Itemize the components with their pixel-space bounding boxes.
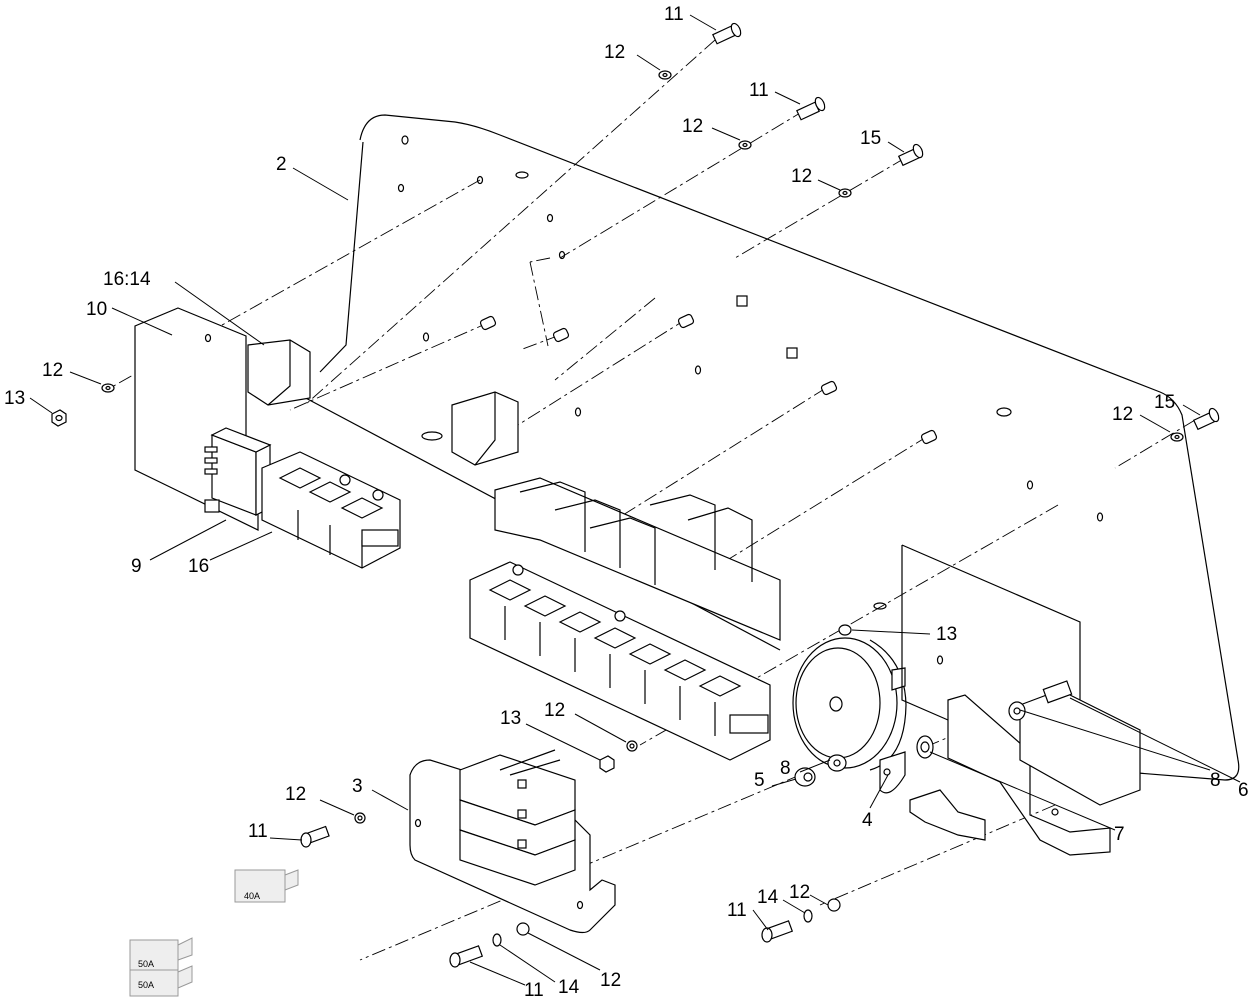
callout-12-g: 12 [285, 784, 306, 805]
connector-9 [204, 427, 272, 516]
nut-13-left [51, 409, 67, 427]
bolt-15-top [897, 143, 924, 167]
horn-bracket [901, 544, 1111, 856]
main-panel [299, 114, 1240, 781]
washer-8 [827, 754, 847, 772]
grommet-7 [916, 735, 934, 759]
callout-12-e: 12 [1112, 404, 1133, 425]
callout-16: 16 [188, 556, 209, 577]
relay-center [451, 391, 519, 466]
callout-14-b: 14 [558, 977, 580, 998]
callout-15-a: 15 [860, 128, 881, 149]
callout-labels: 11 12 11 12 15 12 2 16:14 10 12 13 9 16 … [4, 4, 1249, 1000]
fuse-50a-lower-label: 50A [138, 980, 154, 990]
callout-13-c: 13 [500, 708, 521, 729]
washer-12-lower [626, 740, 638, 752]
spacer-5 [794, 767, 816, 787]
callout-9: 9 [131, 556, 142, 577]
fuse-50a-lower: 50A [129, 965, 193, 997]
callout-15-b: 15 [1154, 392, 1175, 413]
callout-13-a: 13 [4, 388, 25, 409]
bolt-11-bracket3 [300, 825, 330, 848]
relay-16-14 [247, 339, 311, 406]
fuse-50a-upper: 50A [129, 937, 193, 971]
callout-12-i: 12 [600, 970, 621, 991]
fuse-40a: 40A [234, 869, 299, 903]
bottom-hardware-right [761, 898, 841, 943]
washer-12-left [101, 383, 115, 393]
callout-8-a: 8 [1210, 770, 1221, 791]
horn-4 [792, 637, 907, 794]
nut-13-lower [599, 755, 615, 773]
bolt-11-mid [796, 96, 826, 121]
callout-11-e: 11 [524, 980, 544, 1000]
callout-5: 5 [754, 770, 765, 791]
callout-10: 10 [86, 299, 107, 320]
fuse-40a-label: 40A [244, 891, 260, 901]
callout-12-c: 12 [791, 166, 812, 187]
relay-bank [469, 477, 781, 761]
relay-sockets-16 [261, 451, 401, 569]
callout-12-h: 12 [789, 882, 810, 903]
callout-13-b: 13 [936, 624, 957, 645]
washer-12-top [658, 70, 672, 80]
callout-12-f: 12 [544, 700, 565, 721]
callout-8-b: 8 [780, 758, 791, 779]
leader-lines [29, 14, 1241, 986]
washer-12-bracket3 [354, 812, 366, 824]
callout-2: 2 [276, 154, 287, 175]
callout-3: 3 [352, 776, 363, 797]
callout-11-a: 11 [664, 4, 684, 25]
callout-14-a: 14 [757, 887, 779, 908]
washer-12-right-top [838, 188, 852, 198]
callout-12-a: 12 [604, 42, 625, 63]
callout-11-b: 11 [749, 80, 769, 101]
callout-11-d: 11 [727, 900, 747, 921]
bottom-hardware-left [449, 922, 530, 968]
callout-12-b: 12 [682, 116, 703, 137]
standoffs [479, 313, 938, 445]
washer-12-mid [738, 140, 752, 150]
fuse-50a-upper-label: 50A [138, 959, 154, 969]
bolt-15-right [1192, 407, 1220, 431]
callout-4: 4 [862, 810, 873, 831]
bolt-6 [1008, 680, 1141, 806]
washer-12-right [1170, 432, 1184, 442]
callout-6: 6 [1238, 780, 1249, 801]
callout-7: 7 [1114, 824, 1125, 845]
circuit-breakers [459, 749, 576, 886]
callout-11-c: 11 [248, 821, 268, 842]
nut-13-right [838, 624, 852, 636]
callout-16-14: 16:14 [103, 269, 151, 290]
callout-12-d: 12 [42, 360, 63, 381]
bolt-11-top [712, 22, 742, 45]
